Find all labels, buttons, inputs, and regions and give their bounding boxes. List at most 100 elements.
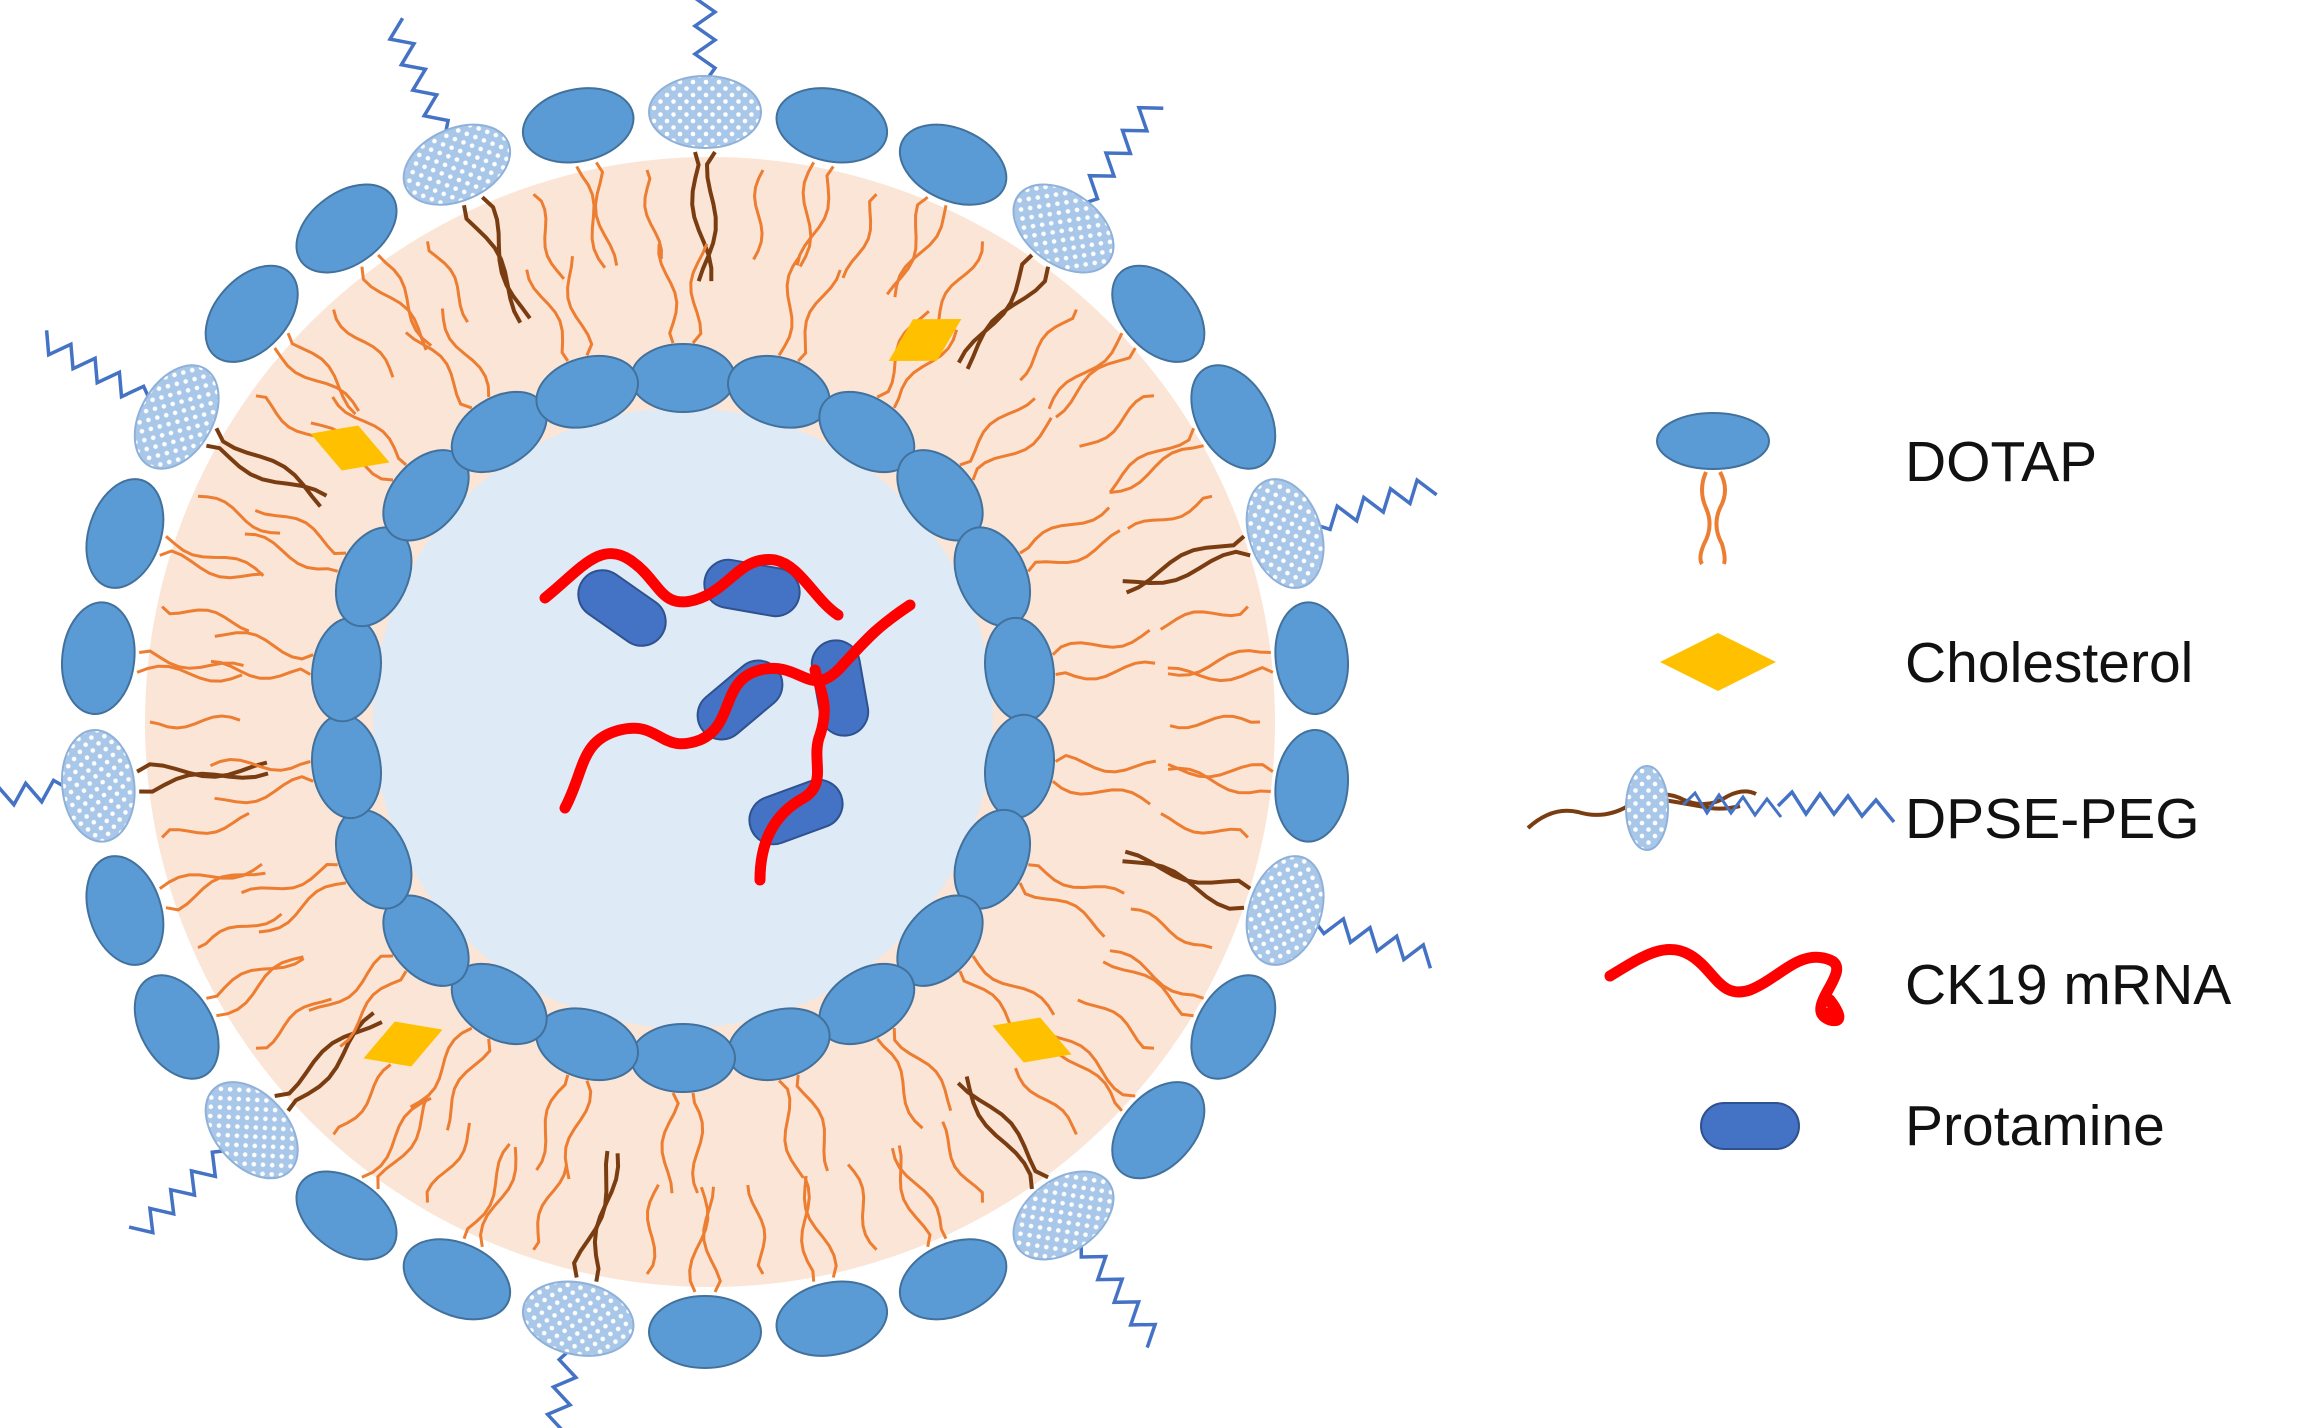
cholesterol-diamond xyxy=(310,425,390,471)
dotap-tail xyxy=(165,535,265,577)
dpse-peg-tail xyxy=(214,427,322,508)
peg-chain xyxy=(1313,477,1438,532)
dotap-tail xyxy=(800,1176,816,1282)
aqueous-core xyxy=(373,408,993,1028)
dotap-head xyxy=(898,1238,1008,1321)
dpse-peg-head xyxy=(1245,478,1325,589)
dotap-tail xyxy=(1167,766,1271,795)
dotap-tail xyxy=(1018,882,1106,938)
dotap-tail xyxy=(1055,660,1156,681)
dotap-tail xyxy=(216,955,304,1018)
dpse-peg-head xyxy=(204,1081,299,1180)
inner-lipid-tails xyxy=(209,243,1157,1194)
dpse-peg-tail xyxy=(572,1150,610,1278)
dotap-tail xyxy=(971,955,1056,1016)
dotap-tail xyxy=(778,1079,805,1179)
dotap-tail xyxy=(308,954,394,1012)
dotap-tail xyxy=(210,659,312,680)
mrna-strand xyxy=(559,599,916,814)
legend-item-protamine: Protamine xyxy=(1700,1094,2165,1158)
dotap-tail xyxy=(1051,780,1151,806)
dotap-tail xyxy=(425,1122,471,1203)
dotap-head xyxy=(648,1295,762,1369)
dotap-tail xyxy=(532,193,566,280)
dotap-tail xyxy=(525,269,570,362)
dotap-tail xyxy=(876,1037,924,1130)
dotap-tail xyxy=(1159,605,1249,631)
nanoparticle xyxy=(0,0,1438,1428)
legend-label-dpse-peg: DPSE-PEG xyxy=(1905,787,2200,851)
dotap-tail xyxy=(777,256,801,357)
dotap-tail xyxy=(255,997,332,1050)
dotap-tail xyxy=(1077,998,1155,1050)
dotap-tail xyxy=(797,269,842,363)
dotap-head xyxy=(775,87,889,164)
dotap-tail xyxy=(746,1184,767,1275)
dotap-tail xyxy=(892,329,959,409)
dotap-tail xyxy=(1079,394,1155,448)
dotap-tail xyxy=(404,331,473,410)
peg-chain xyxy=(387,17,451,138)
dotap-tail xyxy=(657,243,679,344)
peg-chain xyxy=(1312,915,1433,969)
mrna-strand xyxy=(754,664,830,886)
legend: DOTAP Cholesterol DPSE-PEG CK19 mRNA Pro… xyxy=(1526,412,2231,1158)
dotap-tail xyxy=(440,308,491,398)
cholesterol-diamond-icon xyxy=(1660,633,1776,691)
dotap-head xyxy=(535,355,639,429)
dotap-tail xyxy=(360,266,428,351)
dpse-peg-tail xyxy=(964,1076,1034,1190)
dotap-head xyxy=(402,1238,512,1321)
dpse-peg-head xyxy=(61,728,136,843)
legend-item-dotap: DOTAP xyxy=(1656,412,2097,566)
dotap-lipid-icon xyxy=(1656,412,1770,566)
peg-chain xyxy=(544,1346,579,1428)
dotap-head xyxy=(85,478,165,589)
mrna-strand-icon xyxy=(1604,944,1845,1027)
dotap-tail xyxy=(286,332,357,416)
dotap-head xyxy=(61,601,136,716)
dotap-tail xyxy=(532,1165,568,1251)
inner-lipid-head-ring xyxy=(311,343,1055,1093)
dotap-tail xyxy=(377,253,433,347)
dotap-tail xyxy=(478,1147,518,1248)
dotap-tail xyxy=(209,757,311,772)
dpse-peg-tail xyxy=(1122,859,1245,911)
dpse-peg-tail xyxy=(286,1011,375,1112)
dotap-tail xyxy=(1108,427,1195,494)
dotap-tail xyxy=(802,1175,838,1278)
dotap-head xyxy=(898,123,1008,206)
dpse-peg-tail xyxy=(139,771,269,794)
dotap-tail xyxy=(1028,863,1125,895)
dotap-tail xyxy=(1051,628,1151,656)
dotap-tail xyxy=(1167,649,1271,677)
legend-item-dpse-peg: DPSE-PEG xyxy=(1526,765,2200,851)
dotap-tail xyxy=(161,605,250,633)
dotap-head xyxy=(1111,1081,1206,1180)
dotap-tail xyxy=(893,205,948,298)
peg-chain xyxy=(44,330,153,403)
dotap-head xyxy=(204,264,299,363)
dpse-peg-lipid-icon xyxy=(1526,765,1896,851)
dotap-tail xyxy=(660,1092,680,1194)
dotap-head xyxy=(1274,728,1349,843)
dotap-tail xyxy=(795,165,835,266)
dpse-peg-tail xyxy=(965,266,1051,370)
cholesterol-diamond xyxy=(363,1021,443,1067)
dotap-tail xyxy=(1049,1033,1136,1098)
dpse-peg-head xyxy=(1012,1170,1115,1261)
dotap-tail xyxy=(798,161,816,268)
peg-chains xyxy=(0,0,1438,1428)
dotap-tail xyxy=(332,1063,392,1136)
dotap-tail xyxy=(566,256,594,356)
dotap-tail xyxy=(445,1038,492,1131)
dotap-tail xyxy=(941,1121,984,1203)
cholesterol-diamond xyxy=(888,319,962,361)
dotap-tail xyxy=(158,862,263,890)
dotap-tail xyxy=(1055,347,1137,419)
dotap-tail xyxy=(1127,494,1213,530)
dotap-tail xyxy=(1014,1067,1078,1136)
dotap-tail xyxy=(273,347,360,412)
dotap-tail xyxy=(332,309,395,378)
